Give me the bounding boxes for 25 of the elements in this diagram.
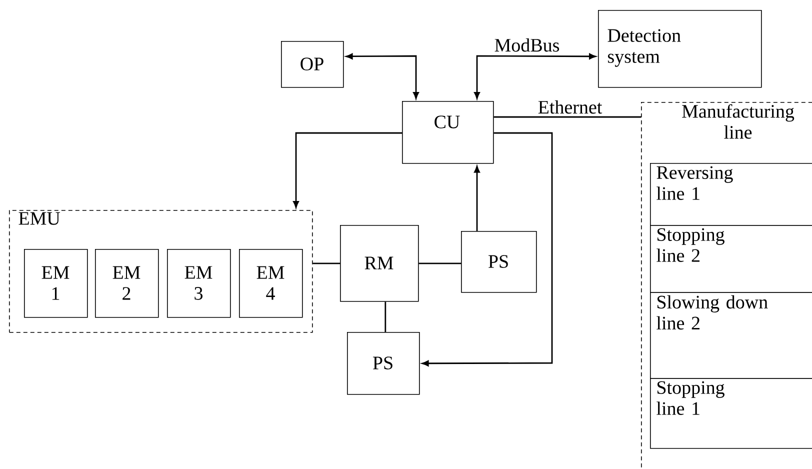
block-box: RM [340, 225, 419, 302]
connector-line [494, 116, 641, 118]
block-box: Detection system [598, 10, 762, 88]
edge-label: ModBus [493, 37, 561, 53]
block-box: PS [347, 332, 420, 395]
connector-arrow [474, 166, 480, 231]
block-box: OP [281, 41, 344, 88]
block-box: EM 2 [95, 249, 159, 318]
connector-arrow [474, 53, 596, 99]
block-box: Stopping line 1 [650, 378, 812, 449]
block-box: Reversing line 1 [650, 163, 812, 226]
block-box: PS [461, 231, 537, 293]
connector-line [312, 262, 340, 264]
connector-arrow [346, 53, 419, 99]
block-box: EM 1 [24, 249, 88, 318]
block-box: Stopping line 2 [650, 225, 812, 293]
edge-label: Ethernet [536, 99, 604, 115]
block-box: Slowing down line 2 [650, 292, 812, 379]
block-box: EM 3 [167, 249, 231, 318]
block-box: EM 4 [239, 249, 303, 318]
block-box: CU [402, 101, 494, 164]
connector-line [384, 302, 386, 332]
connector-line [418, 262, 461, 264]
connector-arrow [293, 132, 402, 208]
connector-arrow [422, 132, 553, 366]
